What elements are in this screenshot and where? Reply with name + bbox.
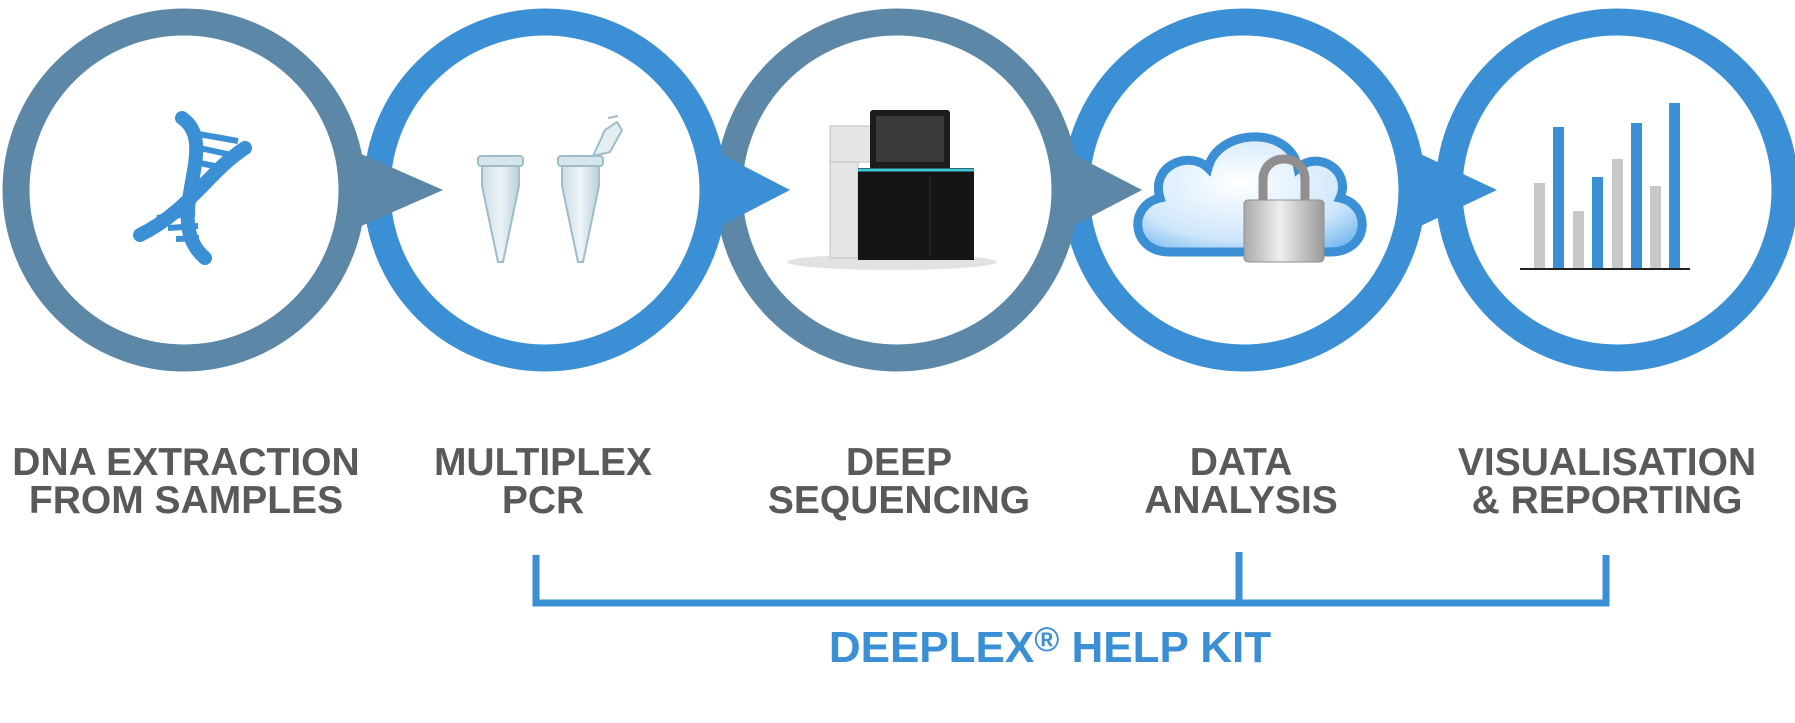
bar-chart-icon <box>1520 103 1690 270</box>
step-label-line: DNA EXTRACTION <box>12 441 360 484</box>
bar-chart-bar <box>1612 159 1623 268</box>
arrow-3 <box>1065 150 1142 230</box>
kit-bracket <box>532 552 1610 607</box>
kit-suffix: HELP KIT <box>1059 623 1272 672</box>
bar-chart-bar <box>1573 211 1584 268</box>
step-label-line: DATA <box>1189 441 1293 484</box>
step-label-line: SEQUENCING <box>767 479 1031 522</box>
bar-chart-bar <box>1650 186 1661 268</box>
step-label-deep-sequencing: DEEP SEQUENCING <box>679 441 1119 522</box>
step-label-line: DEEP <box>845 441 953 484</box>
step-label-multiplex-pcr: MULTIPLEX PCR <box>323 441 763 522</box>
bar-chart-bar <box>1631 123 1642 268</box>
cloud-lock-icon <box>1133 132 1367 263</box>
step-label-line: MULTIPLEX <box>433 441 653 484</box>
pcr-tubes-icon <box>477 115 624 263</box>
arrow-4 <box>1412 150 1497 230</box>
registered-mark: ® <box>1034 621 1060 659</box>
dna-icon <box>133 111 252 265</box>
step-label-line: FROM SAMPLES <box>28 479 344 522</box>
step-arrows <box>352 150 1497 230</box>
step-label-visualisation: VISUALISATION & REPORTING <box>1387 441 1795 522</box>
kit-name: DEEPLEX <box>828 623 1035 672</box>
bar-chart-bar <box>1534 183 1545 268</box>
bar-chart-bar <box>1592 177 1603 268</box>
step-label-data-analysis: DATA ANALYSIS <box>1021 441 1461 522</box>
bar-chart-bar <box>1553 127 1564 268</box>
step-label-line: ANALYSIS <box>1144 479 1338 522</box>
kit-label: DEEPLEX® HELP KIT <box>700 621 1400 673</box>
step-label-dna-extraction: DNA EXTRACTION FROM SAMPLES <box>0 441 406 522</box>
step-label-line: PCR <box>501 479 585 522</box>
arrow-2 <box>713 150 790 230</box>
step-label-line: VISUALISATION <box>1457 441 1757 484</box>
arrow-1 <box>352 150 443 230</box>
step-label-line: & REPORTING <box>1471 479 1743 522</box>
sequencer-icon <box>787 110 997 270</box>
bar-chart-bar <box>1669 103 1680 268</box>
